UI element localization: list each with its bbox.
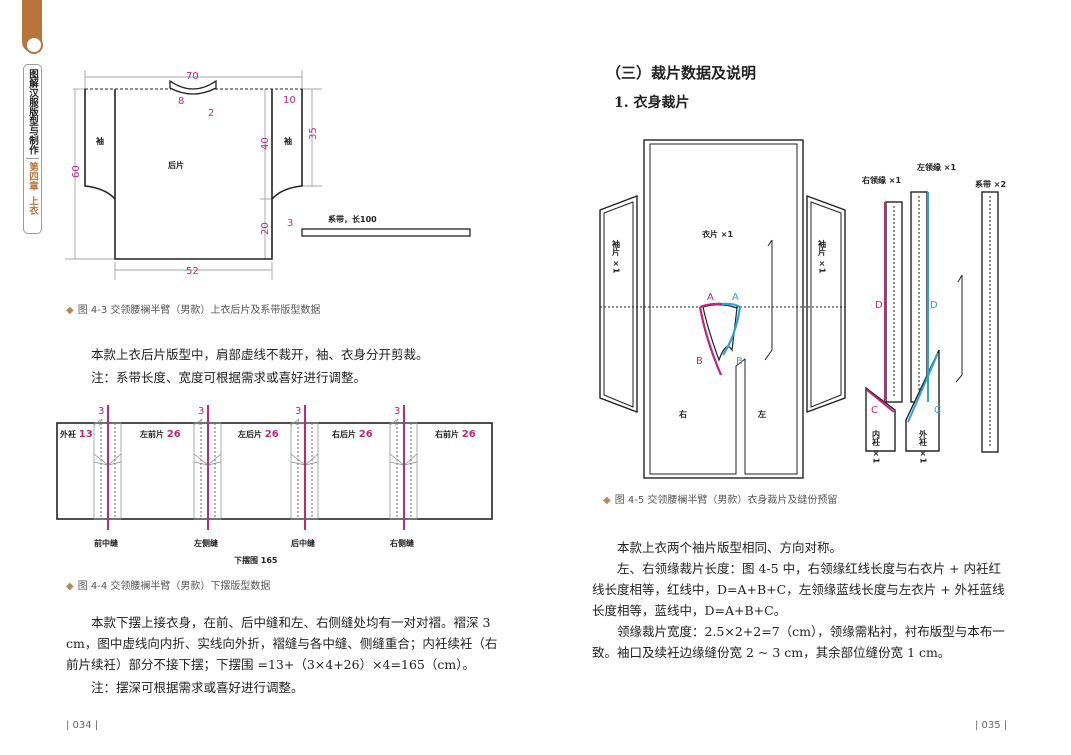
outer-label: 外衽 ×1 bbox=[919, 429, 928, 464]
paragraph: 领缘裁片宽度：2.5×2+2=7（cm），领缘需粘衬，衬布版型与本布一致。 bbox=[592, 624, 1005, 660]
dim-bottom: 52 bbox=[186, 266, 199, 277]
paragraph: 左、右领缘裁片长度：图 4-5 中，右领缘红线长度与右衣片 + 内衽红线长度相等… bbox=[592, 561, 1005, 618]
paragraph: 注：摆深可根据需求或喜好进行调整。 bbox=[91, 680, 304, 695]
tie-label: 系带 ×2 bbox=[975, 179, 1006, 189]
figure-4-4-caption: ◆图 4-4 交领腰襕半臂（男款）下摆版型数据 bbox=[66, 581, 271, 592]
section-title: （三）裁片数据及说明 bbox=[606, 64, 757, 82]
sleeve-label-right: 袖片 ×1 bbox=[818, 239, 827, 274]
dim-total: 60 bbox=[71, 165, 82, 178]
pleat-depth: 3 bbox=[98, 406, 104, 417]
label-b-red: B bbox=[696, 356, 703, 367]
pleat-pointer bbox=[290, 418, 300, 426]
seam-label: 右侧缝 bbox=[389, 538, 414, 548]
figure-4-3-caption: ◆图 4-3 交领腰襕半臂（男款）上衣后片及系带版型数据 bbox=[66, 305, 321, 316]
tie-width: 3 bbox=[287, 218, 293, 229]
dim-neck: 8 bbox=[178, 96, 184, 107]
sleeve-label-left: 袖片 ×1 bbox=[612, 239, 621, 274]
pleat-depth: 3 bbox=[198, 406, 204, 417]
panel-label: 外衽 13 bbox=[60, 429, 93, 440]
dim-neck-depth: 2 bbox=[208, 108, 214, 119]
back-label: 后片 bbox=[168, 160, 184, 170]
dim-sleeve-width: 10 bbox=[283, 95, 296, 106]
sidebar: 图解汉服版型与制作 第四章 上衣 bbox=[23, 64, 42, 234]
left-collar-label: 左领缘 ×1 bbox=[916, 162, 956, 172]
hem-total: 下摆围 165 bbox=[234, 555, 278, 565]
tie-label: 系带，长100 bbox=[328, 214, 377, 224]
panel-label: 右后片 26 bbox=[331, 429, 373, 440]
panel-label: 左后片 26 bbox=[237, 429, 279, 440]
pleat-pointer bbox=[93, 418, 103, 426]
inner-label: 内衽 ×1 bbox=[872, 429, 881, 464]
label-d-red: D bbox=[875, 300, 883, 311]
chapter-label: 第四章 bbox=[27, 161, 38, 191]
right-collar-label: 右领缘 ×1 bbox=[861, 175, 901, 185]
label-c-blue: C bbox=[934, 405, 941, 416]
paragraph: 本款下摆上接衣身，在前、后中缝和左、右侧缝处均有一对对褶。褶深 3 cm，图中虚… bbox=[66, 615, 498, 672]
dim-upper: 40 bbox=[260, 137, 271, 150]
pleat-depth: 3 bbox=[295, 406, 301, 417]
body-label: 衣片 ×1 bbox=[702, 229, 733, 239]
pleat-pointer bbox=[389, 418, 399, 426]
sleeve-left-label: 袖 bbox=[95, 136, 104, 146]
seam-label: 左侧缝 bbox=[193, 538, 218, 548]
panel-label: 右前片 26 bbox=[434, 429, 476, 440]
label-d-blue: D bbox=[930, 300, 938, 311]
paragraph: 本款上衣后片版型中，肩部虚线不裁开，袖、衣身分开剪裁。 bbox=[91, 347, 429, 362]
figure-4-4: 3 前中缝 3 左侧缝 3 后中缝 3 右侧缝 外衽 13 左前片 26 左后片 26 右后片 26 右… bbox=[56, 405, 493, 565]
figure-4-5-caption: ◆图 4-5 交领腰襕半臂（男款）衣身裁片及缝份预留 bbox=[603, 495, 838, 506]
paragraph: 本款上衣两个袖片版型相同、方向对称。 bbox=[617, 540, 843, 555]
ornament-icon bbox=[25, 36, 43, 54]
page-number-right: | 035 | bbox=[975, 720, 1008, 731]
panel-label: 左前片 26 bbox=[139, 429, 181, 440]
pleat-pointer bbox=[193, 418, 203, 426]
subsection-title: 1. 衣身裁片 bbox=[614, 95, 690, 111]
seam-label: 前中缝 bbox=[94, 538, 118, 548]
sleeve-right-label: 袖 bbox=[283, 136, 292, 146]
right-label: 右 bbox=[678, 409, 687, 419]
left-label: 左 bbox=[757, 409, 766, 419]
label-c-red: C bbox=[871, 405, 878, 416]
label-a-red: A bbox=[707, 292, 714, 303]
paragraph: 袖口及续衽边缘缝份宽 2 ~ 3 cm，其余部位缝份宽 1 cm。 bbox=[617, 645, 951, 660]
page-number-left: | 034 | bbox=[66, 720, 99, 731]
hem-outline bbox=[56, 422, 493, 520]
figure-4-3: 70 8 2 10 35 40 20 60 52 袖 袖 后片 3 系带，长10… bbox=[65, 70, 471, 280]
label-a-blue: A bbox=[732, 292, 739, 303]
paragraph: 注：系带长度、宽度可根据需求或喜好进行调整。 bbox=[91, 370, 367, 385]
pleat-depth: 3 bbox=[394, 406, 400, 417]
seam-label: 后中缝 bbox=[291, 538, 315, 548]
label-b-blue: B bbox=[736, 356, 743, 367]
figure-4-5: 衣片 ×1 袖片 ×1 袖片 ×1 右 左 右领缘 ×1 左领缘 ×1 系带 ×… bbox=[599, 139, 1006, 479]
dim-sleeve-height: 35 bbox=[308, 127, 319, 140]
book-title: 图解汉服版型与制作 bbox=[27, 69, 38, 155]
dim-top: 70 bbox=[186, 71, 199, 82]
dim-lower: 20 bbox=[260, 222, 271, 235]
section-label: 上衣 bbox=[27, 196, 38, 215]
